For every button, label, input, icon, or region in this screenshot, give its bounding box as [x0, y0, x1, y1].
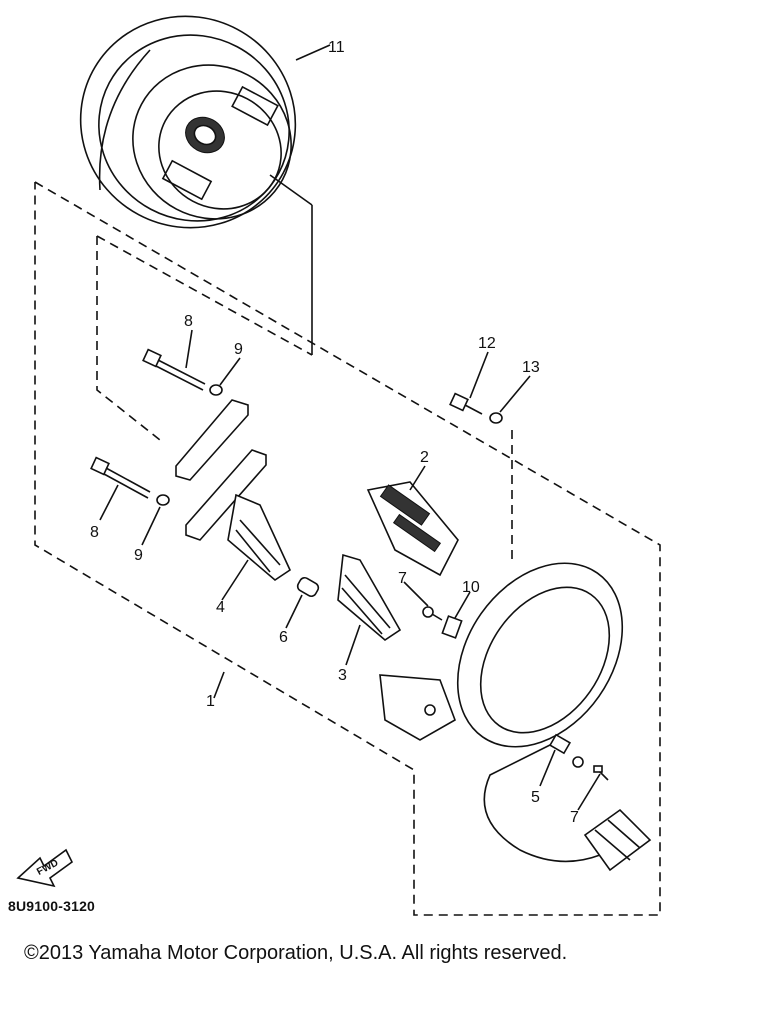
coil-3: [337, 553, 402, 642]
bracket-lower: [185, 449, 267, 541]
connector-block: [583, 808, 652, 872]
bolt-lower: [90, 456, 151, 499]
guide-line-dashed-2: [96, 235, 313, 356]
label-part-8-lower: 8: [90, 524, 99, 541]
spacer-6: [296, 576, 320, 598]
cdi-unit-2: [366, 481, 459, 577]
label-part-5: 5: [531, 789, 540, 806]
bolt-upper: [142, 348, 206, 391]
label-part-7-lower: 7: [570, 809, 579, 826]
label-part-7-upper: 7: [398, 570, 407, 587]
label-part-9-lower: 9: [134, 547, 143, 564]
washer-lower: [156, 494, 170, 506]
label-part-8-upper: 8: [184, 313, 193, 330]
label-part-6: 6: [279, 629, 288, 646]
label-part-10: 10: [462, 579, 480, 596]
copyright-notice: ©2013 Yamaha Motor Corporation, U.S.A. A…: [24, 942, 568, 964]
washer-13: [489, 412, 503, 424]
ignition-module-4: [227, 493, 292, 582]
fwd-arrow-icon: FWD: [16, 848, 74, 888]
stator-plate: [379, 562, 624, 748]
bracket-upper: [175, 399, 249, 481]
diagram-reference-code: 8U9100-3120: [8, 898, 96, 914]
label-part-1: 1: [206, 693, 215, 710]
guide-line-dashed: [96, 236, 161, 441]
screw-12: [449, 392, 483, 415]
clamp-5: [548, 733, 572, 755]
label-part-3: 3: [338, 667, 347, 684]
clip-10: [441, 615, 463, 639]
label-part-9-upper: 9: [234, 341, 243, 358]
washer-upper: [209, 384, 223, 396]
screw-7-lower: [572, 756, 609, 781]
label-part-11: 11: [328, 39, 345, 56]
wire-harness: [483, 739, 601, 863]
screw-7-upper: [422, 606, 443, 621]
label-part-12: 12: [478, 335, 496, 352]
assembly-boundary: [34, 181, 661, 916]
label-part-2: 2: [420, 449, 429, 466]
rotor-flywheel: [79, 15, 297, 229]
label-part-13: 13: [522, 359, 540, 376]
label-part-4: 4: [216, 599, 225, 616]
